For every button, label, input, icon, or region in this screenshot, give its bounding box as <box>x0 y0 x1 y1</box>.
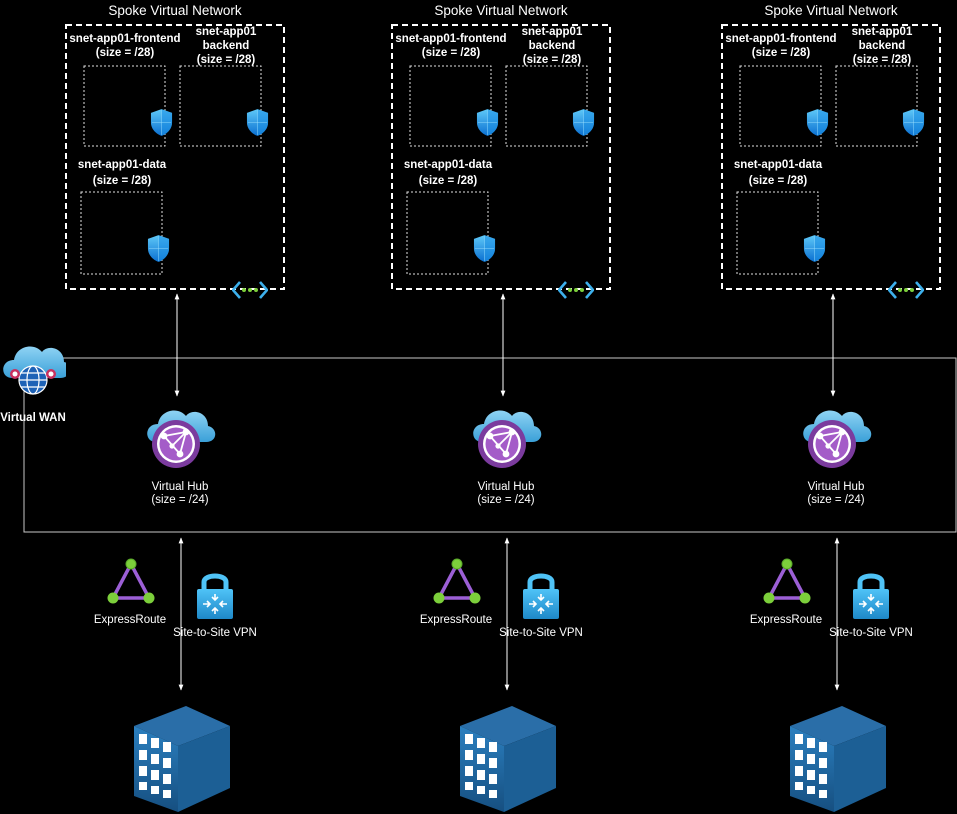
spoke-column-2: Spoke Virtual Network snet-app01-frontend… <box>391 3 611 812</box>
subnet-frontend-box <box>409 65 492 147</box>
spoke-vnet-title: Spoke Virtual Network <box>434 3 568 18</box>
nsg-shield-icon <box>902 108 925 137</box>
expressroute-label: ExpressRoute <box>94 614 166 626</box>
virtual-hub-icon <box>472 409 543 469</box>
subnet-frontend-size: (size = /28) <box>422 47 481 59</box>
vpn-lock-icon <box>197 576 233 619</box>
subnet-data-box <box>80 191 163 275</box>
vpn-label: Site-to-Site VPN <box>829 627 913 639</box>
nsg-shield-icon <box>572 108 595 137</box>
subnet-data-box <box>736 191 819 275</box>
subnet-backend-size: (size = /28) <box>523 54 582 66</box>
spoke-column-3: Spoke Virtual Network snet-app01-frontend… <box>721 3 941 812</box>
spoke-vnet-title: Spoke Virtual Network <box>108 3 242 18</box>
virtual-wan-label: Virtual WAN <box>0 412 66 424</box>
subnet-data-name: snet-app01-data <box>78 159 167 171</box>
virtual-wan-boundary <box>23 357 957 533</box>
subnet-backend-size: (size = /28) <box>853 54 912 66</box>
subnet-data-name: snet-app01-data <box>404 159 493 171</box>
expressroute-label: ExpressRoute <box>420 614 492 626</box>
subnet-backend-name-line1: snet-app01 <box>522 26 583 38</box>
subnet-backend-name-line2: backend <box>529 40 576 52</box>
subnet-backend-name-line1: snet-app01 <box>196 26 257 38</box>
nsg-shield-icon <box>473 234 496 263</box>
on-premises-building-icon <box>134 706 230 812</box>
nsg-shield-icon <box>806 108 829 137</box>
nsg-shield-icon <box>150 108 173 137</box>
subnet-backend-name-line2: backend <box>859 40 906 52</box>
expressroute-label: ExpressRoute <box>750 614 822 626</box>
nsg-shield-icon <box>246 108 269 137</box>
vpn-label: Site-to-Site VPN <box>173 627 257 639</box>
spoke-vnet-boundary <box>721 24 941 290</box>
virtual-hub-name: Virtual Hub <box>152 481 209 493</box>
subnet-data-size: (size = /28) <box>419 175 478 187</box>
subnet-data-name: snet-app01-data <box>734 159 823 171</box>
subnet-data-size: (size = /28) <box>93 175 152 187</box>
subnet-frontend-size: (size = /28) <box>752 47 811 59</box>
virtual-hub-size: (size = /24) <box>807 494 864 506</box>
subnet-backend-box <box>179 65 262 147</box>
nsg-shield-icon <box>476 108 499 137</box>
spoke-column-1: Spoke Virtual Network snet-app01-frontend… <box>65 3 285 812</box>
expressroute-icon <box>763 558 811 606</box>
subnet-frontend-name: snet-app01-frontend <box>725 33 836 45</box>
vpn-label: Site-to-Site VPN <box>499 627 583 639</box>
virtual-hub-name: Virtual Hub <box>478 481 535 493</box>
virtual-hub-size: (size = /24) <box>477 494 534 506</box>
subnet-backend-name-line2: backend <box>203 40 250 52</box>
spoke-vnet-boundary <box>391 24 611 290</box>
virtual-hub-size: (size = /24) <box>151 494 208 506</box>
subnet-backend-name-line1: snet-app01 <box>852 26 913 38</box>
virtual-hub-icon <box>146 409 217 469</box>
virtual-wan-icon <box>2 345 66 395</box>
spoke-vnet-boundary <box>65 24 285 290</box>
subnet-backend-size: (size = /28) <box>197 54 256 66</box>
subnet-frontend-box <box>83 65 166 147</box>
spoke-vnet-title: Spoke Virtual Network <box>764 3 898 18</box>
subnet-data-box <box>406 191 489 275</box>
vpn-lock-icon <box>853 576 889 619</box>
on-premises-building-icon <box>460 706 556 812</box>
virtual-hub-icon <box>802 409 873 469</box>
subnet-data-size: (size = /28) <box>749 175 808 187</box>
nsg-shield-icon <box>803 234 826 263</box>
subnet-frontend-size: (size = /28) <box>96 47 155 59</box>
vpn-lock-icon <box>523 576 559 619</box>
expressroute-icon <box>107 558 155 606</box>
expressroute-icon <box>433 558 481 606</box>
nsg-shield-icon <box>147 234 170 263</box>
subnet-frontend-box <box>739 65 822 147</box>
subnet-frontend-name: snet-app01-frontend <box>69 33 180 45</box>
subnet-backend-box <box>505 65 588 147</box>
subnet-frontend-name: snet-app01-frontend <box>395 33 506 45</box>
subnet-backend-box <box>835 65 918 147</box>
on-premises-building-icon <box>790 706 886 812</box>
virtual-hub-name: Virtual Hub <box>808 481 865 493</box>
